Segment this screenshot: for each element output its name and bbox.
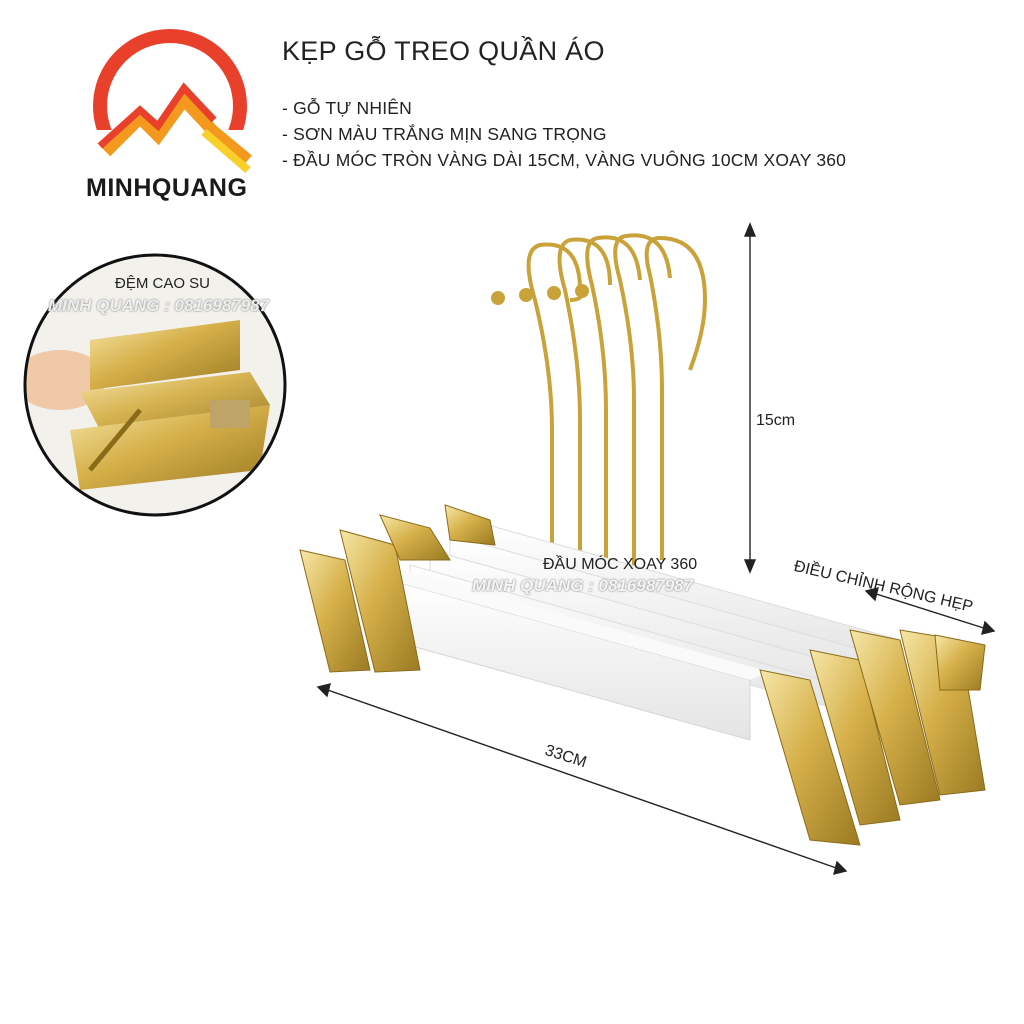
feature-item: - GỖ TỰ NHIÊN [282,98,413,118]
minhquang-logo-icon [88,29,268,210]
hook-rotate-label: ĐẦU MÓC XOAY 360 [543,556,698,573]
watermark-main: MINH QUANG : 0816987987 [472,576,694,595]
brand-name: MINHQUANG [86,174,248,202]
clip-closeup-photo-icon [23,253,287,517]
feature-item: - SƠN MÀU TRẮNG MỊN SANG TRỌNG [282,124,607,144]
rubber-pad-label: ĐỆM CAO SU [115,275,211,292]
feature-item: - ĐẦU MÓC TRÒN VÀNG DÀI 15CM, VÀNG VUÔNG… [282,150,847,170]
product-title: KẸP GỖ TREO QUẦN ÁO [282,36,605,66]
watermark-inset: MINH QUANG : 0816987987 [48,296,270,315]
hanger-stack-photo-icon [491,233,708,600]
hook-height-label: 15cm [756,412,796,429]
